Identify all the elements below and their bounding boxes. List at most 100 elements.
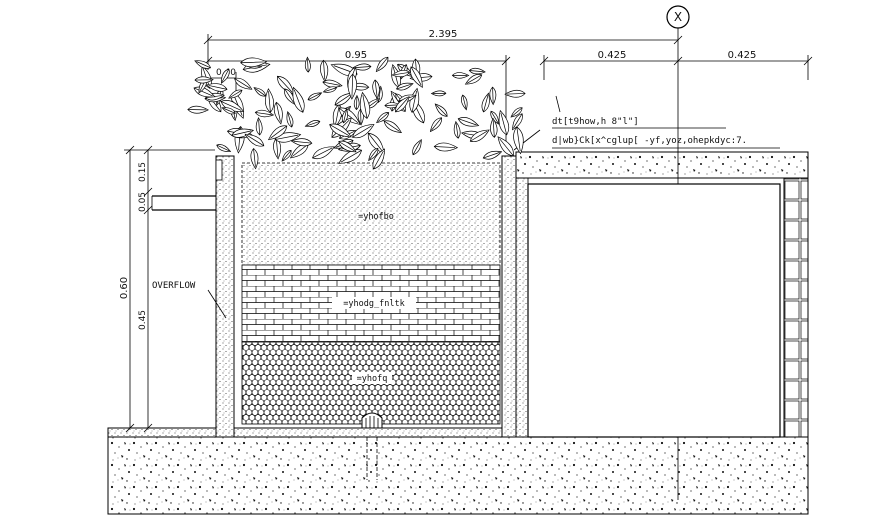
- leaf: [461, 94, 468, 111]
- dimension-right-spans: 0.425 0.425: [539, 50, 813, 80]
- leaf: [234, 77, 253, 90]
- leaf: [265, 88, 275, 113]
- dimension-overall-label: 2.395: [429, 29, 458, 40]
- notes: dt[t9how,h 8"l"] d|wb}Ck[x^cglup[ -yf,yo…: [513, 95, 780, 151]
- leaf: [453, 120, 461, 139]
- leaf: [468, 67, 486, 75]
- leaf: [194, 60, 211, 69]
- right-chamber: [515, 177, 781, 438]
- note-line-2: d|wb}Ck[x^cglup[ -yf,yoz,ohepkdyc:7.: [552, 136, 747, 146]
- note-line-1: dt[t9how,h 8"l"]: [552, 117, 639, 127]
- leaf: [220, 68, 230, 84]
- leaf: [352, 124, 375, 139]
- leaf: [273, 137, 282, 160]
- right-slab: [515, 151, 809, 179]
- leaf: [250, 148, 259, 170]
- leaf: [307, 92, 323, 101]
- leaf: [513, 126, 524, 155]
- overflow-label: OVERFLOW: [152, 281, 196, 291]
- leaf: [228, 89, 243, 99]
- leaf: [267, 125, 288, 141]
- leaf: [490, 117, 498, 138]
- leaf: [312, 146, 335, 160]
- leaf: [451, 72, 470, 79]
- leaf: [395, 96, 410, 113]
- leaf: [497, 136, 514, 157]
- leaf: [216, 144, 232, 152]
- leaf: [220, 100, 245, 112]
- dimension-sub-heights: 0.15 0.05 0.45: [138, 145, 153, 433]
- leaf: [253, 87, 267, 97]
- leaf: [429, 117, 442, 133]
- drainage-layer: =yhofq: [241, 341, 501, 425]
- leaf: [469, 129, 490, 143]
- leaf: [359, 91, 371, 119]
- plant-foliage: [187, 56, 526, 170]
- leaf: [205, 83, 228, 92]
- dimension-planter-width-label: 0.95: [345, 50, 367, 61]
- soil-layer-label: =yhofbo: [358, 212, 394, 222]
- leaf: [341, 108, 348, 124]
- leaf: [482, 150, 503, 160]
- leaf: [353, 94, 360, 111]
- leaf: [464, 74, 483, 85]
- drainage-layer-label: =yhofq: [357, 374, 388, 384]
- leaf: [490, 110, 500, 125]
- planter-right-wall: [501, 155, 517, 438]
- leaf: [372, 79, 380, 100]
- leaf: [290, 138, 313, 147]
- leaf: [187, 105, 209, 114]
- leaf: [352, 63, 372, 71]
- leaf: [376, 112, 390, 124]
- grid-marker-label: X: [674, 10, 682, 24]
- overflow-callout: OVERFLOW: [152, 281, 227, 319]
- drain-outlet: [361, 412, 383, 480]
- leaf: [391, 69, 411, 78]
- leaf: [375, 56, 389, 73]
- leaf: [347, 73, 358, 100]
- leaf: [281, 149, 292, 162]
- dimension-top-depth-label: 0.15: [138, 162, 148, 182]
- planter-left-wall: [215, 155, 235, 438]
- leaf: [481, 92, 490, 113]
- leaf: [322, 86, 338, 93]
- dimension-total-height-label: 0.60: [119, 277, 130, 299]
- dimension-right-span-left-label: 0.425: [598, 50, 627, 61]
- leaf: [304, 56, 311, 73]
- leaf: [254, 109, 275, 118]
- right-block-wall: [783, 177, 809, 438]
- leaf: [512, 113, 523, 131]
- overflow-pipe: [151, 195, 216, 211]
- leaf: [304, 120, 321, 128]
- leaf: [434, 103, 448, 117]
- filter-layer-label: =yhodg_fnltk: [343, 299, 404, 309]
- foundation-slab: [107, 427, 809, 515]
- filter-layer: =yhodg_fnltk: [241, 264, 501, 343]
- planter-base: [233, 427, 503, 438]
- leaf: [510, 107, 523, 118]
- leaf: [240, 57, 268, 68]
- leaf: [412, 139, 422, 156]
- leaf: [376, 85, 383, 103]
- soil-layer: =yhofbo: [241, 162, 501, 266]
- dimension-lower-depth-label: 0.45: [138, 310, 148, 330]
- leaf: [320, 59, 329, 83]
- leaf: [338, 140, 357, 153]
- leaf: [372, 148, 385, 170]
- leaf: [489, 86, 497, 106]
- leaf: [395, 82, 414, 91]
- leaf: [292, 86, 305, 113]
- leaf: [329, 123, 352, 138]
- leaf: [273, 101, 283, 125]
- leaf: [410, 66, 423, 89]
- leaf: [194, 76, 214, 84]
- leaf: [286, 111, 294, 128]
- leaf: [504, 89, 526, 98]
- dimension-pipe-label: 0.05: [138, 192, 148, 212]
- dimension-right-span-right-label: 0.425: [728, 50, 757, 61]
- leaf: [498, 109, 510, 136]
- leaf: [322, 79, 343, 88]
- leaf: [457, 117, 480, 127]
